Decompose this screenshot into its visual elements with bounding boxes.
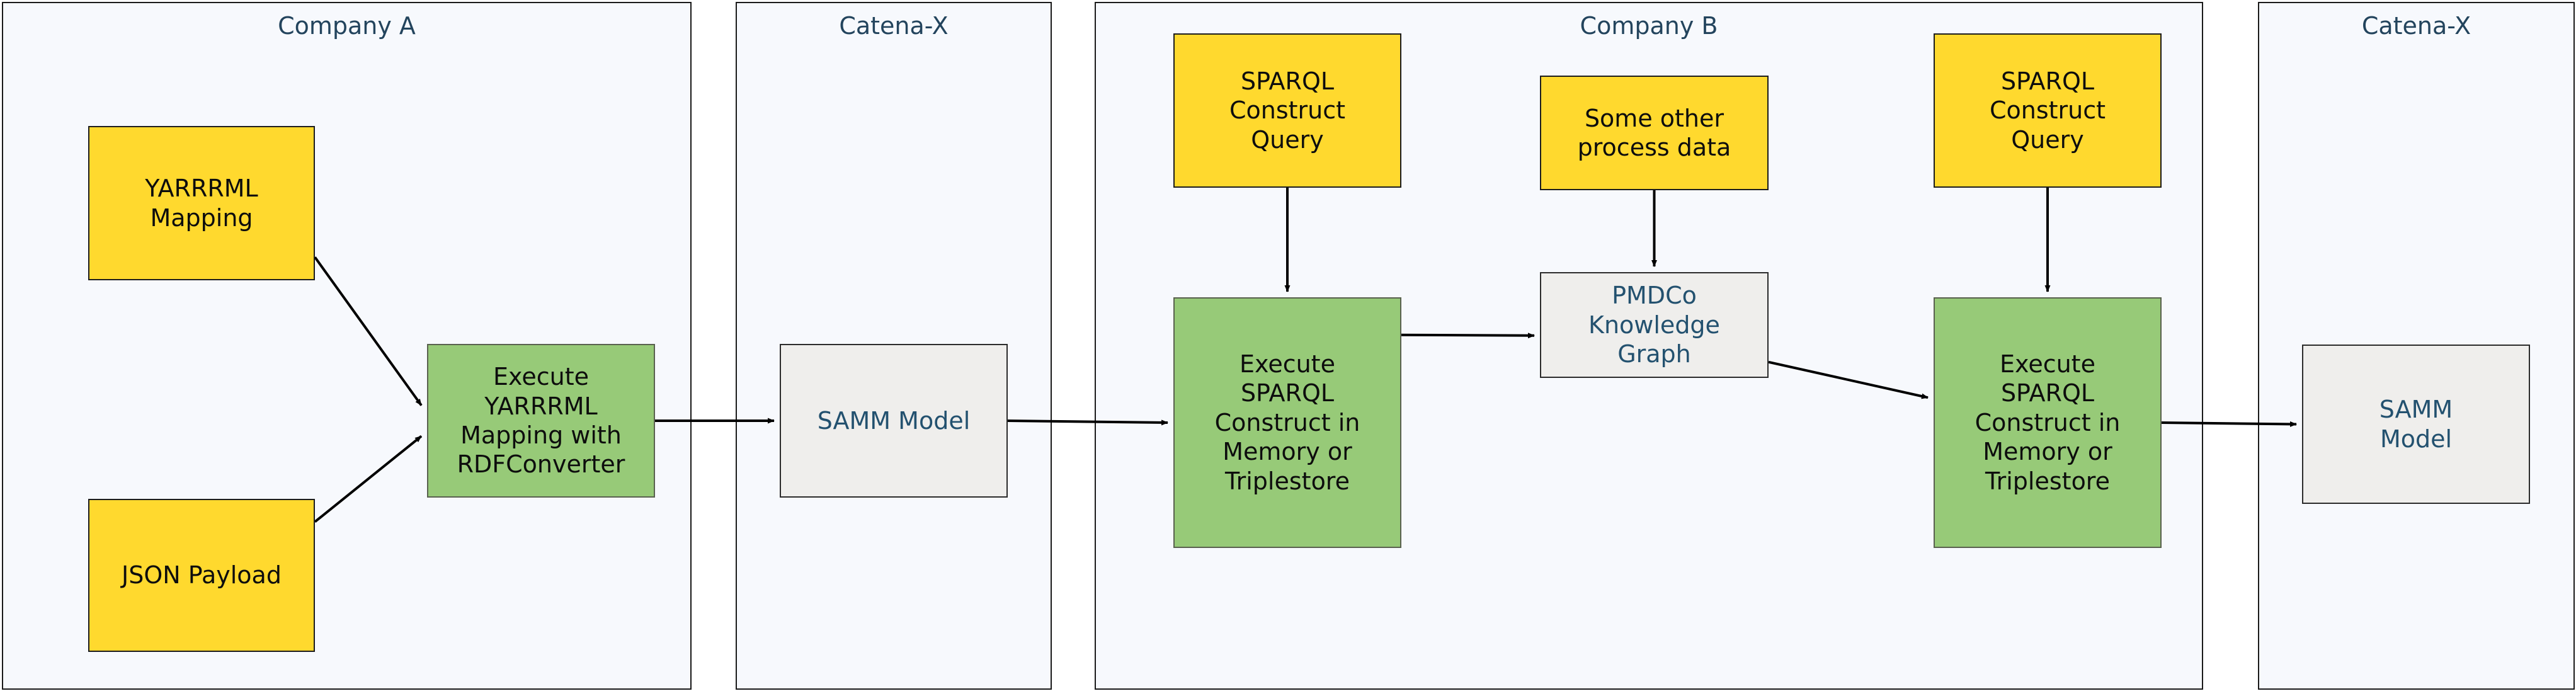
node-sparql-construct-2[interactable]: SPARQL Construct Query	[1934, 33, 2162, 188]
lane-title-company-a: Company A	[278, 12, 416, 40]
node-yarrrml-mapping[interactable]: YARRRML Mapping	[88, 126, 315, 280]
lane-title-catena-x-1: Catena-X	[839, 12, 949, 40]
node-some-other-process[interactable]: Some other process data	[1540, 76, 1769, 190]
node-samm-model-2[interactable]: SAMM Model	[2302, 345, 2530, 504]
node-samm-model-1[interactable]: SAMM Model	[780, 344, 1008, 498]
lane-title-company-b: Company B	[1580, 12, 1718, 40]
node-execute-yarrrml[interactable]: Execute YARRRML Mapping with RDFConverte…	[427, 344, 655, 498]
node-sparql-construct-1[interactable]: SPARQL Construct Query	[1173, 33, 1401, 188]
lane-title-catena-x-2: Catena-X	[2361, 12, 2471, 40]
node-execute-sparql-2[interactable]: Execute SPARQL Construct in Memory or Tr…	[1934, 297, 2162, 548]
node-execute-sparql-1[interactable]: Execute SPARQL Construct in Memory or Tr…	[1173, 297, 1401, 548]
node-json-payload[interactable]: JSON Payload	[88, 499, 315, 652]
node-pmdco-knowledge-graph[interactable]: PMDCo Knowledge Graph	[1540, 272, 1769, 378]
